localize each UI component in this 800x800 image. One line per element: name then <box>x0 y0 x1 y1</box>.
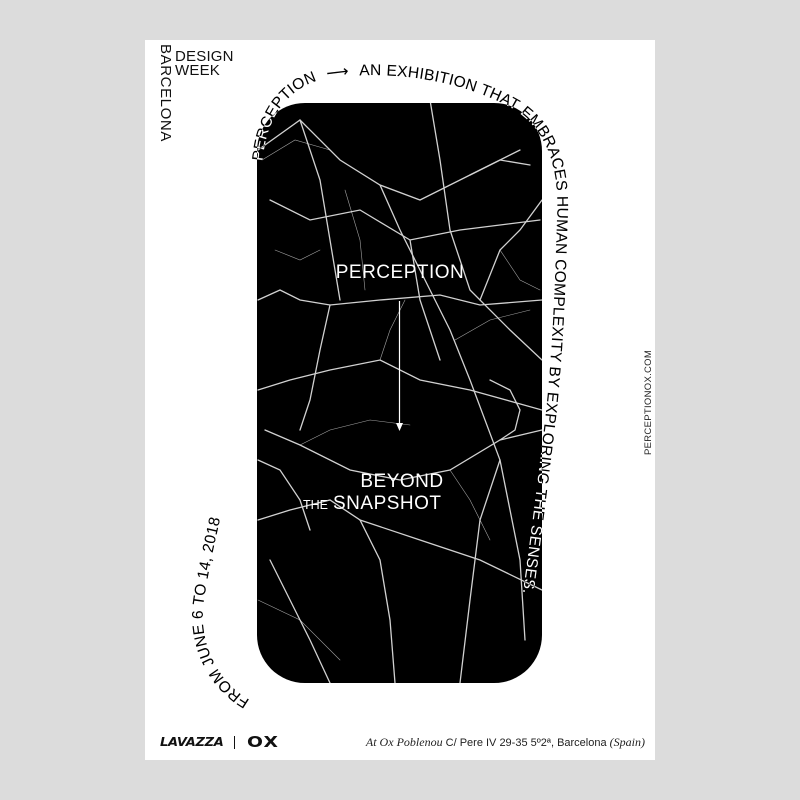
website-url[interactable]: PERCEPTIONOX.COM <box>643 349 654 455</box>
address-country: (Spain) <box>609 734 645 749</box>
logo-barcelona-vertical: BARCELONA <box>157 44 174 142</box>
footer: LAVAZZA OX At Ox Poblenou C/ Pere IV 29-… <box>160 732 645 752</box>
center-title-snapshot: SNAPSHOT <box>333 493 442 514</box>
address-street: C/ Pere IV 29-35 5º2ª, Barcelona <box>445 736 607 749</box>
design-week-logo: DESIGN WEEK <box>175 48 234 79</box>
center-title-perception: PERCEPTION <box>336 262 465 283</box>
logo-separator <box>233 735 236 749</box>
curved-arrow-icon: ⟶ <box>325 63 350 83</box>
glass-cracks <box>257 103 542 683</box>
svg-text:FROM JUNE 6 TO 14, 2018: FROM JUNE 6 TO 14, 2018 <box>190 515 252 711</box>
center-title-beyond: BEYOND <box>360 471 443 492</box>
logo-week: WEEK <box>175 62 220 79</box>
logo-design: DESIGN <box>175 48 234 65</box>
curved-date-text: FROM JUNE 6 TO 14, 2018 <box>190 515 252 711</box>
venue-address: At Ox Poblenou C/ Pere IV 29-35 5º2ª, Ba… <box>366 735 645 750</box>
center-title-the: THE <box>303 498 328 512</box>
address-venue: Poblenou <box>396 734 443 749</box>
down-arrow-head-icon <box>396 423 403 431</box>
lavazza-logo: LAVAZZA <box>160 734 224 750</box>
address-at-prefix: At Ox <box>365 734 394 749</box>
ox-logo: OX <box>247 733 280 751</box>
